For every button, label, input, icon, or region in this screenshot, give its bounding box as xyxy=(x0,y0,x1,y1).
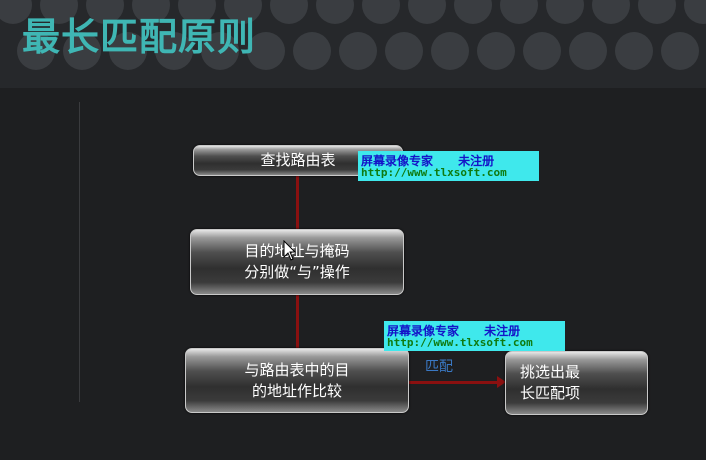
watermark-top-line1: 屏幕录像专家 未注册 xyxy=(361,154,495,168)
node-and-line1: 目的地址与掩码 xyxy=(244,242,350,260)
background-dot xyxy=(63,32,101,70)
node-select-line1: 挑选出最 xyxy=(520,363,581,381)
arrowhead-to-select xyxy=(497,376,506,388)
node-and-operation: 目的地址与掩码 分别做“与”操作 xyxy=(190,229,404,295)
watermark-middle-line1: 屏幕录像专家 未注册 xyxy=(387,324,521,338)
node-compare-line2: 的地址作比较 xyxy=(251,381,342,400)
background-dot xyxy=(17,32,55,70)
background-dot xyxy=(431,32,469,70)
background-dot xyxy=(408,0,446,24)
background-dot xyxy=(454,0,492,24)
watermark-middle: 屏幕录像专家 未注册 http://www.tlxsoft.com xyxy=(384,321,565,351)
background-dot xyxy=(477,32,515,70)
node-compare: 与路由表中的目 的地址作比较 xyxy=(185,348,409,413)
vertical-rule xyxy=(79,102,80,402)
background-dot xyxy=(339,32,377,70)
background-dot xyxy=(661,32,699,70)
title-band: 最长匹配原则 xyxy=(0,0,706,88)
watermark-top-line2: http://www.tlxsoft.com xyxy=(361,166,507,179)
background-dot xyxy=(201,32,239,70)
background-dot xyxy=(569,32,607,70)
connector-lookup-to-and xyxy=(296,175,299,230)
background-dot xyxy=(155,32,193,70)
background-dot xyxy=(523,32,561,70)
node-compare-line1: 与路由表中的目 xyxy=(244,360,350,379)
background-dot xyxy=(546,0,584,24)
watermark-middle-line2: http://www.tlxsoft.com xyxy=(387,336,533,349)
background-dot xyxy=(638,0,676,24)
background-dot xyxy=(293,32,331,70)
background-dot xyxy=(270,0,308,24)
connector-compare-to-select xyxy=(408,381,498,384)
background-dot xyxy=(684,0,706,24)
connector-and-to-compare xyxy=(296,294,299,349)
slide-title: 最长匹配原则 xyxy=(22,15,257,59)
node-and-line2: 分别做“与”操作 xyxy=(244,263,350,281)
node-lookup-label: 查找路由表 xyxy=(260,151,336,169)
background-dot xyxy=(316,0,354,24)
watermark-top: 屏幕录像专家 未注册 http://www.tlxsoft.com xyxy=(358,151,539,181)
background-dot xyxy=(500,0,538,24)
background-dot xyxy=(385,32,423,70)
background-dot xyxy=(592,0,630,24)
background-dot xyxy=(615,32,653,70)
background-dot xyxy=(109,32,147,70)
mouse-cursor-icon xyxy=(283,240,297,261)
edge-label-match: 匹配 xyxy=(425,359,453,375)
background-dot xyxy=(362,0,400,24)
background-dot xyxy=(247,32,285,70)
node-select-longest-match: 挑选出最 长匹配项 xyxy=(505,351,648,415)
node-select-line2: 长匹配项 xyxy=(520,384,581,402)
